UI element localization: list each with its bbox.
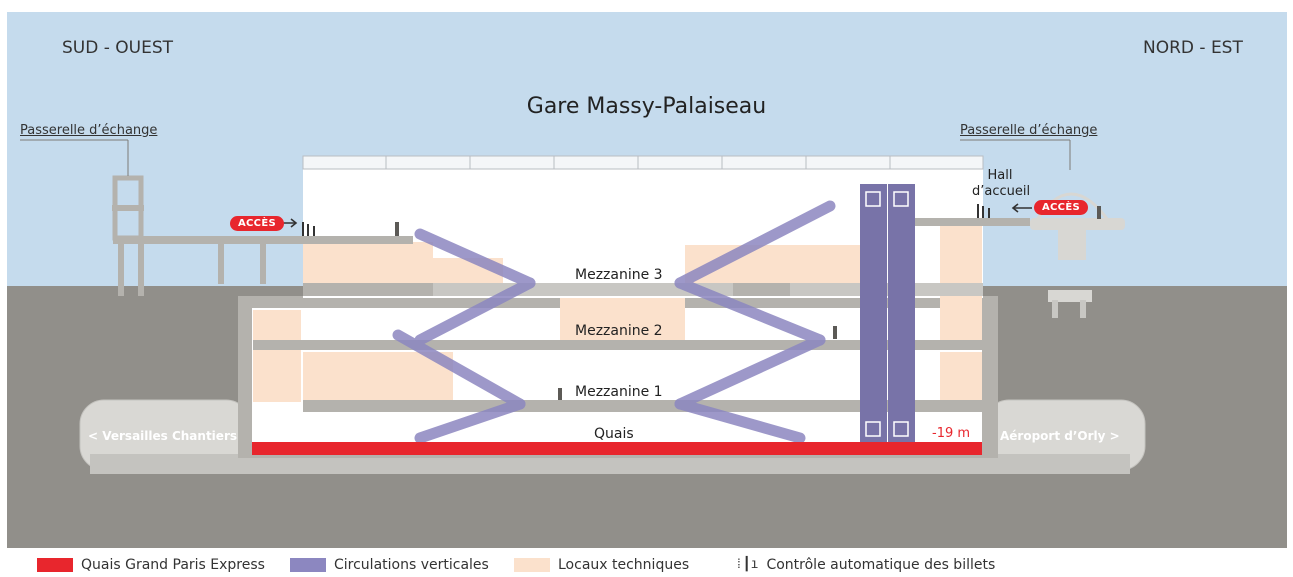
- legend-swatch-peach: [514, 557, 550, 572]
- elevator-icon: [893, 191, 909, 207]
- direction-right: Aéroport d’Orly >: [1000, 429, 1120, 443]
- technical-room: [940, 352, 982, 402]
- technical-room: [303, 242, 433, 286]
- person-icon: [1097, 206, 1101, 219]
- tunnel-floor: [90, 454, 1130, 474]
- ticket-gate-icon: ⁞┃ı: [735, 557, 759, 572]
- elevator-icon: [865, 421, 881, 437]
- elevator-shaft: [860, 184, 887, 444]
- elevator-shaft: [888, 184, 915, 444]
- right-pod: [1030, 192, 1125, 318]
- ticket-gate-icon: [977, 204, 979, 218]
- level-mezzanine2: Mezzanine 2: [575, 323, 663, 339]
- mezzanine1-slab: [303, 400, 983, 412]
- legend-label: Locaux techniques: [558, 556, 690, 573]
- platform-quais: [252, 442, 982, 455]
- technical-room: [253, 310, 301, 402]
- hall-label-line1: Hall: [987, 168, 1013, 183]
- ground-slab-left: [113, 236, 413, 244]
- acces-badge-right: ACCÈS: [1034, 200, 1088, 215]
- elevator-icon: [893, 421, 909, 437]
- legend-controle: ⁞┃ı Contrôle automatique des billets: [735, 556, 995, 573]
- legend-label: Quais Grand Paris Express: [81, 556, 265, 573]
- person-icon: [558, 388, 562, 400]
- passerelle-left-label: Passerelle d’échange: [20, 123, 158, 138]
- right-upper-slab: [910, 218, 1030, 226]
- passerelle-right-label: Passerelle d’échange: [960, 123, 1098, 138]
- legend-swatch-red: [37, 557, 73, 572]
- acces-badge-left: ACCÈS: [230, 216, 284, 231]
- page-title: Gare Massy-Palaiseau: [526, 94, 767, 119]
- technical-room: [560, 298, 685, 341]
- hall-label: Hall d’accueil: [972, 168, 1031, 200]
- direction-left: < Versailles Chantiers: [88, 429, 237, 443]
- elevator-icon: [865, 191, 881, 207]
- legend-circulations: Circulations verticales: [290, 556, 489, 573]
- legend-quais: Quais Grand Paris Express: [37, 556, 265, 573]
- mezzanine2-slab: [253, 340, 983, 350]
- ticket-gate-icon: [302, 222, 304, 236]
- technical-room: [303, 352, 453, 400]
- legend-locaux: Locaux techniques: [514, 556, 689, 573]
- legend-swatch-purple: [290, 557, 326, 572]
- level-quais: Quais: [594, 426, 634, 442]
- depth-label: -19 m: [932, 426, 971, 441]
- orientation-right: NORD - EST: [1143, 38, 1243, 58]
- hall-label-line2: d’accueil: [972, 184, 1031, 199]
- station-roof: [302, 155, 984, 170]
- person-icon: [833, 326, 837, 339]
- person-icon: [395, 222, 399, 236]
- escalators: [392, 200, 836, 444]
- orientation-left: SUD - OUEST: [62, 38, 174, 58]
- level-mezzanine3: Mezzanine 3: [575, 267, 663, 283]
- level-mezzanine1: Mezzanine 1: [575, 384, 663, 400]
- legend-label: Contrôle automatique des billets: [766, 556, 996, 573]
- legend-label: Circulations verticales: [334, 556, 489, 573]
